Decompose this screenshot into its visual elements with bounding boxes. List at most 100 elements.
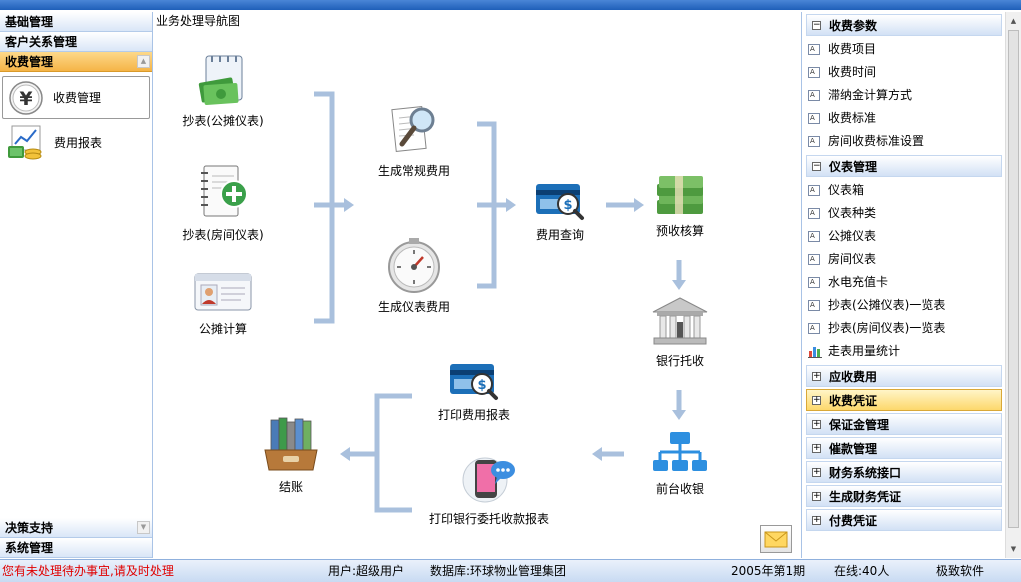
nav-bottom: 决策支持 ▼ 系统管理 [0, 518, 152, 558]
scroll-down-icon[interactable]: ▼ [137, 521, 150, 534]
expand-icon[interactable]: + [812, 443, 821, 453]
list-item[interactable]: 走表用量统计 [802, 340, 1006, 363]
bar-chart-icon [808, 347, 822, 358]
title-bar [0, 0, 1021, 10]
binders-icon [264, 417, 318, 471]
card-print-icon: $ [450, 364, 498, 400]
node-shared-calc[interactable]: 公摊计算 [178, 270, 268, 337]
list-item-label: 仪表箱 [828, 183, 865, 197]
id-card-icon [194, 273, 252, 311]
node-meter-room-label: 抄表(房间仪表) [182, 228, 264, 242]
status-vendor: 极致软件 [936, 564, 985, 578]
nav-header-basic[interactable]: 基础管理 [0, 12, 152, 32]
scroll-down-icon[interactable]: ▼ [1010, 545, 1017, 553]
bank-icon [652, 297, 708, 345]
list-item[interactable]: A 仪表箱 [802, 179, 1006, 202]
node-bank-collect[interactable]: 银行托收 [644, 296, 716, 369]
node-fee-query[interactable]: $ 费用查询 [524, 180, 596, 243]
list-item-label: 收费时间 [828, 65, 877, 79]
nav-item-fee-report[interactable]: 费用报表 [2, 121, 150, 164]
section-receivables[interactable]: + 应收费用 [806, 365, 1002, 387]
nav-header-decision[interactable]: 决策支持 ▼ [0, 518, 152, 538]
form-icon: A [808, 113, 820, 124]
nav-item-billing-label: 收费管理 [53, 91, 102, 105]
form-icon: A [808, 185, 820, 196]
card-search-icon: $ [536, 184, 584, 220]
document-search-icon [391, 105, 435, 153]
node-gen-meter[interactable]: 生成仪表费用 [364, 236, 464, 315]
expand-icon[interactable]: + [812, 371, 821, 381]
section-gen-voucher[interactable]: + 生成财务凭证 [806, 485, 1002, 507]
scroll-up-icon[interactable]: ▲ [1010, 17, 1017, 25]
node-close-account-label: 结账 [278, 480, 303, 494]
section-meter-mgmt[interactable]: − 仪表管理 [806, 155, 1002, 177]
nav-item-billing[interactable]: ¥ 收费管理 [2, 76, 150, 119]
todo-warning[interactable]: 您有未处理待办事宜,请及时处理 [2, 564, 174, 578]
nav-header-decision-label: 决策支持 [5, 521, 54, 535]
form-icon: A [808, 300, 820, 311]
section-payment-voucher[interactable]: + 付费凭证 [806, 509, 1002, 531]
mail-button[interactable] [760, 525, 792, 553]
collapse-icon[interactable]: − [812, 20, 821, 30]
list-item-label: 公摊仪表 [828, 229, 877, 243]
node-close-account[interactable]: 结账 [254, 416, 328, 495]
report-chart-icon [8, 125, 42, 159]
section-collection[interactable]: + 催款管理 [806, 437, 1002, 459]
nav-header-billing[interactable]: 收费管理 ▲ [0, 52, 152, 72]
expand-icon[interactable]: + [812, 491, 821, 501]
form-icon: A [808, 323, 820, 334]
left-nav: 基础管理 客户关系管理 收费管理 ▲ ¥ 收费管理 费用报表 [0, 12, 153, 558]
collapse-icon[interactable]: − [812, 161, 821, 171]
svg-text:$: $ [563, 198, 572, 213]
scrollbar-thumb[interactable] [1008, 30, 1019, 528]
section-title: 财务系统接口 [829, 466, 902, 480]
section-title: 收费参数 [829, 19, 878, 33]
nav-header-billing-label: 收费管理 [5, 55, 54, 69]
node-meter-room[interactable]: 抄表(房间仪表) [178, 164, 268, 243]
list-item[interactable]: A 抄表(房间仪表)一览表 [802, 317, 1006, 340]
node-front-collect[interactable]: 前台收银 [644, 430, 716, 497]
list-item[interactable]: A 抄表(公摊仪表)一览表 [802, 294, 1006, 317]
section-title: 保证金管理 [829, 418, 890, 432]
list-item[interactable]: A 水电充值卡 [802, 271, 1006, 294]
node-meter-shared[interactable]: 抄表(公摊仪表) [178, 54, 268, 129]
node-print-bank-report[interactable]: 打印银行委托收款报表 [426, 452, 552, 527]
list-item-label: 房间仪表 [828, 252, 877, 266]
section-deposit[interactable]: + 保证金管理 [806, 413, 1002, 435]
mobile-message-icon [462, 457, 515, 503]
nav-header-system[interactable]: 系统管理 [0, 538, 152, 558]
right-panel-scrollbar[interactable]: ▲ ▼ [1005, 12, 1021, 558]
node-gen-regular[interactable]: 生成常规费用 [364, 100, 464, 179]
node-prepay-check-label: 预收核算 [655, 224, 704, 238]
list-item-label: 水电充值卡 [828, 275, 889, 289]
expand-icon[interactable]: + [812, 515, 821, 525]
expand-icon[interactable]: + [812, 467, 821, 477]
section-title: 应收费用 [829, 370, 878, 384]
node-prepay-check[interactable]: 预收核算 [644, 174, 716, 239]
node-print-fee-report[interactable]: $ 打印费用报表 [426, 360, 522, 423]
expand-icon[interactable]: + [812, 395, 821, 405]
section-billing-voucher[interactable]: + 收费凭证 [806, 389, 1002, 411]
node-gen-regular-label: 生成常规费用 [377, 164, 450, 178]
section-billing-params[interactable]: − 收费参数 [806, 14, 1002, 36]
list-item-label: 抄表(公摊仪表)一览表 [828, 298, 946, 312]
status-period: 2005年第1期 [731, 564, 806, 578]
section-finance-interface[interactable]: + 财务系统接口 [806, 461, 1002, 483]
expand-icon[interactable]: + [812, 419, 821, 429]
scroll-up-icon[interactable]: ▲ [137, 55, 150, 68]
network-icon [653, 432, 707, 471]
list-item-label: 抄表(房间仪表)一览表 [828, 321, 946, 335]
form-icon: A [808, 277, 820, 288]
list-item-label: 房间收费标准设置 [828, 134, 925, 148]
workflow-title: 业务处理导航图 [156, 14, 241, 28]
nav-header-crm[interactable]: 客户关系管理 [0, 32, 152, 52]
